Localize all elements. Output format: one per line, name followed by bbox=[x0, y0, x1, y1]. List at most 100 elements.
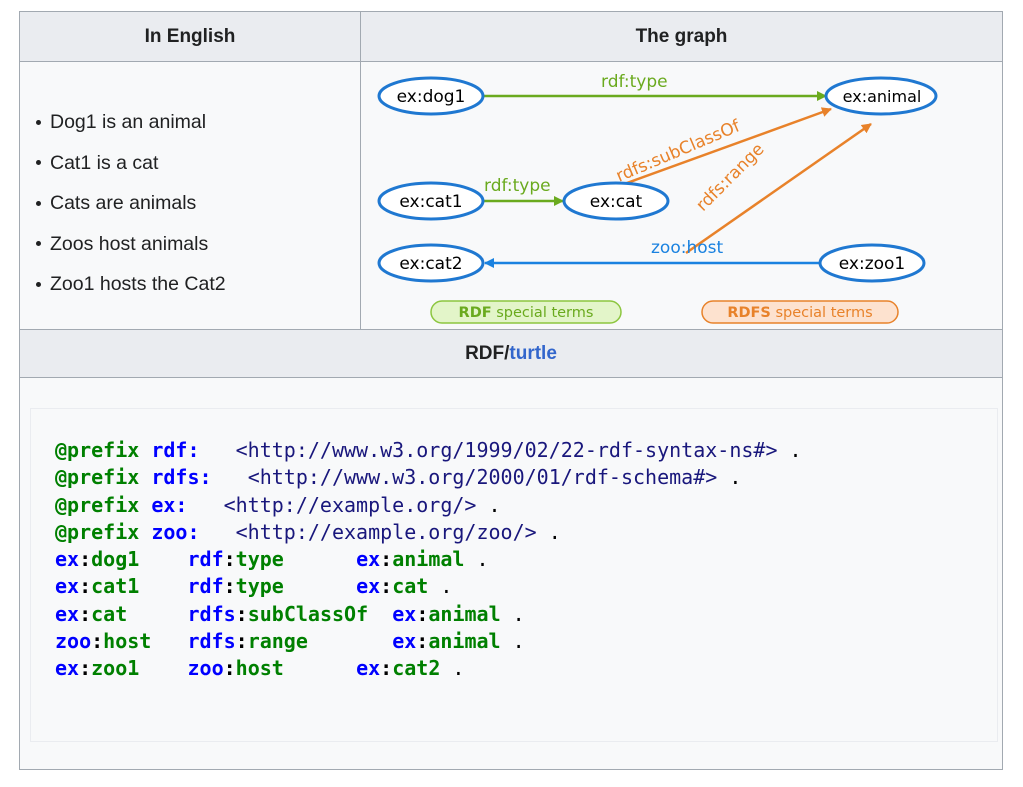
code-prefix-name: ex bbox=[55, 601, 80, 626]
code-colon: : bbox=[79, 547, 92, 572]
code-colon: : bbox=[79, 574, 92, 599]
node-cat2[interactable]: ex:cat2 bbox=[377, 243, 485, 283]
code-local-name: animal bbox=[392, 547, 465, 572]
code-terminator: . bbox=[464, 547, 489, 572]
header-rdf-turtle: RDF/turtle bbox=[20, 330, 1002, 378]
list-item: Cat1 is a cat bbox=[36, 143, 226, 184]
code-prefix-name: ex bbox=[55, 547, 80, 572]
code-prefix-name: rdfs bbox=[187, 629, 236, 654]
english-cell: Dog1 is an animal Cat1 is a cat Cats are… bbox=[20, 62, 361, 330]
edge-range bbox=[685, 122, 872, 255]
code-line-triple: ex:cat1 rdf:type ex:cat . bbox=[55, 574, 452, 598]
code-colon: : bbox=[223, 547, 236, 572]
code-local-name: range bbox=[247, 629, 308, 654]
svg-text:RDFS special terms: RDFS special terms bbox=[727, 305, 872, 321]
rdf-example-table: In English The graph Dog1 is an animal C… bbox=[19, 11, 1003, 770]
bullet-icon bbox=[36, 241, 41, 247]
code-local-name: zoo1 bbox=[91, 656, 140, 681]
code-terminator: . bbox=[777, 438, 802, 462]
code-keyword: @prefix bbox=[55, 438, 140, 462]
code-prefix-name: ex bbox=[356, 656, 381, 681]
bullet-icon bbox=[36, 281, 41, 287]
english-statements-list: Dog1 is an animal Cat1 is a cat Cats are… bbox=[36, 102, 226, 305]
code-colon: : bbox=[416, 629, 429, 654]
code-local-name: animal bbox=[428, 629, 501, 654]
node-dog1[interactable]: ex:dog1 bbox=[377, 76, 485, 116]
edge-subclass bbox=[615, 107, 832, 189]
svg-text:ex:zoo1: ex:zoo1 bbox=[839, 254, 906, 274]
code-colon: : bbox=[380, 547, 393, 572]
code-line-triple: ex:cat rdfs:subClassOf ex:animal . bbox=[55, 602, 525, 626]
code-local-name: cat bbox=[91, 601, 128, 626]
code-colon: : bbox=[79, 601, 92, 626]
code-colon: : bbox=[235, 629, 248, 654]
code-line-prefix: @prefix rdf: <http://www.w3.org/1999/02/… bbox=[55, 438, 802, 462]
code-line-triple: ex:zoo1 zoo:host ex:cat2 . bbox=[55, 656, 464, 680]
list-item: Cats are animals bbox=[36, 183, 226, 224]
code-terminator: . bbox=[500, 629, 525, 654]
header-in-english: In English bbox=[20, 12, 361, 62]
code-uri: <http://example.org/zoo/> bbox=[235, 519, 537, 544]
svg-text:ex:animal: ex:animal bbox=[843, 87, 922, 106]
code-uri: <http://example.org/> bbox=[223, 492, 477, 517]
code-terminator: . bbox=[428, 574, 453, 599]
svg-text:ex:dog1: ex:dog1 bbox=[397, 87, 466, 107]
code-keyword: @prefix bbox=[55, 519, 140, 544]
code-prefix-name: ex bbox=[55, 574, 80, 599]
code-terminator: . bbox=[440, 656, 465, 681]
code-prefix-name: ex: bbox=[151, 492, 188, 517]
code-line-prefix: @prefix rdfs: <http://www.w3.org/2000/01… bbox=[55, 465, 741, 489]
code-prefix-name: ex bbox=[392, 629, 417, 654]
code-prefix-name: rdf bbox=[187, 547, 224, 572]
bullet-icon bbox=[36, 200, 41, 206]
code-line-triple: ex:dog1 rdf:type ex:animal . bbox=[55, 547, 489, 571]
edge-label-host: zoo:host bbox=[651, 238, 723, 258]
code-uri: <http://www.w3.org/1999/02/22-rdf-syntax… bbox=[235, 438, 778, 462]
code-local-name: dog1 bbox=[91, 547, 140, 572]
code-prefix-name: rdf bbox=[187, 574, 224, 599]
code-terminator: . bbox=[476, 492, 501, 517]
code-prefix-name: rdfs: bbox=[151, 465, 212, 490]
node-cat[interactable]: ex:cat bbox=[562, 181, 670, 221]
code-colon: : bbox=[416, 601, 429, 626]
code-line-triple: zoo:host rdfs:range ex:animal . bbox=[55, 629, 525, 653]
code-prefix-name: zoo bbox=[55, 629, 92, 654]
turtle-code-block[interactable]: @prefix rdf: <http://www.w3.org/1999/02/… bbox=[30, 408, 998, 742]
code-terminator: . bbox=[717, 465, 742, 490]
graph-cell[interactable]: rdf:type rdf:type rdfs:subClassOf rdfs:r… bbox=[361, 62, 1002, 330]
code-colon: : bbox=[235, 601, 248, 626]
edge-label-dog1-type: rdf:type bbox=[601, 72, 668, 92]
code-local-name: type bbox=[235, 547, 284, 572]
code-prefix-name: rdfs bbox=[187, 601, 236, 626]
code-prefix-name: zoo: bbox=[151, 519, 200, 544]
svg-text:ex:cat2: ex:cat2 bbox=[399, 254, 462, 274]
rdf-graph-diagram[interactable]: rdf:type rdf:type rdfs:subClassOf rdfs:r… bbox=[361, 62, 1002, 330]
code-prefix-name: ex bbox=[356, 547, 381, 572]
edge-label-cat1-type: rdf:type bbox=[484, 176, 551, 196]
code-line-prefix: @prefix zoo: <http://example.org/zoo/> . bbox=[55, 520, 561, 544]
code-local-name: subClassOf bbox=[247, 601, 369, 626]
code-prefix-name: rdf: bbox=[151, 438, 200, 462]
node-animal[interactable]: ex:animal bbox=[824, 76, 938, 116]
svg-text:RDF special terms: RDF special terms bbox=[459, 305, 594, 321]
code-keyword: @prefix bbox=[55, 492, 140, 517]
header-the-graph: The graph bbox=[361, 12, 1002, 62]
code-local-name: cat1 bbox=[91, 574, 140, 599]
code-colon: : bbox=[79, 656, 92, 681]
node-cat1[interactable]: ex:cat1 bbox=[377, 181, 485, 221]
code-colon: : bbox=[223, 574, 236, 599]
list-item: Zoo1 hosts the Cat2 bbox=[36, 264, 226, 305]
code-local-name: type bbox=[235, 574, 284, 599]
bullet-icon bbox=[36, 160, 41, 166]
code-colon: : bbox=[380, 574, 393, 599]
turtle-link[interactable]: turtle bbox=[509, 342, 557, 364]
code-local-name: host bbox=[235, 656, 284, 681]
svg-text:ex:cat: ex:cat bbox=[590, 192, 643, 212]
code-local-name: cat2 bbox=[392, 656, 441, 681]
code-uri: <http://www.w3.org/2000/01/rdf-schema#> bbox=[247, 465, 718, 490]
list-item: Dog1 is an animal bbox=[36, 102, 226, 143]
node-zoo1[interactable]: ex:zoo1 bbox=[818, 243, 926, 283]
svg-text:ex:cat1: ex:cat1 bbox=[399, 192, 462, 212]
code-colon: : bbox=[223, 656, 236, 681]
turtle-code[interactable]: @prefix rdf: <http://www.w3.org/1999/02/… bbox=[55, 437, 802, 683]
